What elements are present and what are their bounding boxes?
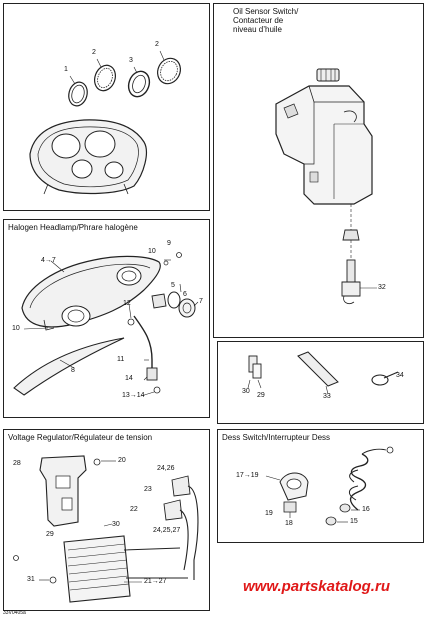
callout-regulator-24-26: 24,26 xyxy=(157,465,175,472)
callout-headlamp-10a: 10 xyxy=(148,248,156,255)
callout-regulator-20: 20 xyxy=(118,457,126,464)
callout-headlamp-5: 5 xyxy=(171,282,175,289)
callout-headlamp-13-14: 13→14 xyxy=(122,392,145,399)
callout-gauge-3: 3 xyxy=(129,57,133,64)
oil-sensor-title-line-2: Contacteur de xyxy=(233,16,284,25)
dess-title: Dess Switch/Interrupteur Dess xyxy=(222,433,331,442)
headlamp-title: Halogen Headlamp/Phrare halogène xyxy=(8,223,138,232)
oil-tank-drawing xyxy=(275,68,377,304)
accessories-drawing xyxy=(247,351,399,395)
callout-regulator-31: 31 xyxy=(27,576,35,583)
callout-accessory-30: 30 xyxy=(242,388,250,395)
oil-sensor-title: Oil Sensor Switch/ Contacteur de niveau … xyxy=(233,7,298,34)
callout-regulator-30: 30 xyxy=(112,521,120,528)
callout-gauge-1: 1 xyxy=(64,66,68,73)
dess-drawing xyxy=(265,446,394,526)
callout-oil-sensor-32: 32 xyxy=(378,284,386,291)
voltage-regulator-panel: Voltage Regulator/Régulateur de tension … xyxy=(3,429,210,611)
oil-sensor-panel: Oil Sensor Switch/ Contacteur de niveau … xyxy=(213,3,424,338)
callout-accessory-34: 34 xyxy=(396,372,404,379)
callout-headlamp-8: 8 xyxy=(71,367,75,374)
callout-headlamp-9: 9 xyxy=(167,240,171,247)
voltage-regulator-drawing xyxy=(13,455,199,603)
callout-regulator-28: 28 xyxy=(13,460,21,467)
callout-headlamp-12: 12 xyxy=(123,300,131,307)
gauge-cluster-drawing xyxy=(29,50,181,195)
figure-reference-code: 33V0405a xyxy=(3,610,26,616)
callout-headlamp-4-7: 4→7 xyxy=(41,257,56,264)
callout-accessory-29: 29 xyxy=(257,392,265,399)
headlamp-panel: Halogen Headlamp/Phrare halogène xyxy=(3,219,210,418)
dess-panel: Dess Switch/Interrupteur Dess 17→19 19 1… xyxy=(217,429,424,543)
headlamp-drawing xyxy=(13,252,199,397)
callout-regulator-29: 29 xyxy=(46,531,54,538)
oil-sensor-title-line-3: niveau d’huile xyxy=(233,25,282,34)
callout-regulator-21-27: 21→27 xyxy=(144,578,167,585)
callout-dess-17-19: 17→19 xyxy=(236,472,259,479)
callout-headlamp-7: 7 xyxy=(199,298,203,305)
callout-dess-16: 16 xyxy=(362,506,370,513)
oil-sensor-title-line-1: Oil Sensor Switch/ xyxy=(233,7,299,16)
callout-dess-15: 15 xyxy=(350,518,358,525)
gauge-cluster-panel: 1 2 2 3 xyxy=(3,3,210,211)
callout-accessory-33: 33 xyxy=(323,393,331,400)
callout-headlamp-10b: 10 xyxy=(12,325,20,332)
callout-headlamp-6: 6 xyxy=(183,291,187,298)
callout-headlamp-11: 11 xyxy=(117,356,125,363)
callout-dess-19: 19 xyxy=(265,510,273,517)
callout-regulator-23: 23 xyxy=(144,486,152,493)
accessories-panel: 30 29 33 34 xyxy=(217,341,424,424)
callout-gauge-2a: 2 xyxy=(92,49,96,56)
callout-headlamp-14: 14 xyxy=(125,375,133,382)
callout-gauge-2b: 2 xyxy=(155,41,159,48)
voltage-regulator-title: Voltage Regulator/Régulateur de tension xyxy=(8,433,153,442)
callout-regulator-24-25-27: 24,25,27 xyxy=(153,527,181,534)
callout-regulator-22: 22 xyxy=(130,506,138,513)
callout-dess-18: 18 xyxy=(285,520,293,527)
watermark-text: www.partskatalog.ru xyxy=(243,578,390,595)
